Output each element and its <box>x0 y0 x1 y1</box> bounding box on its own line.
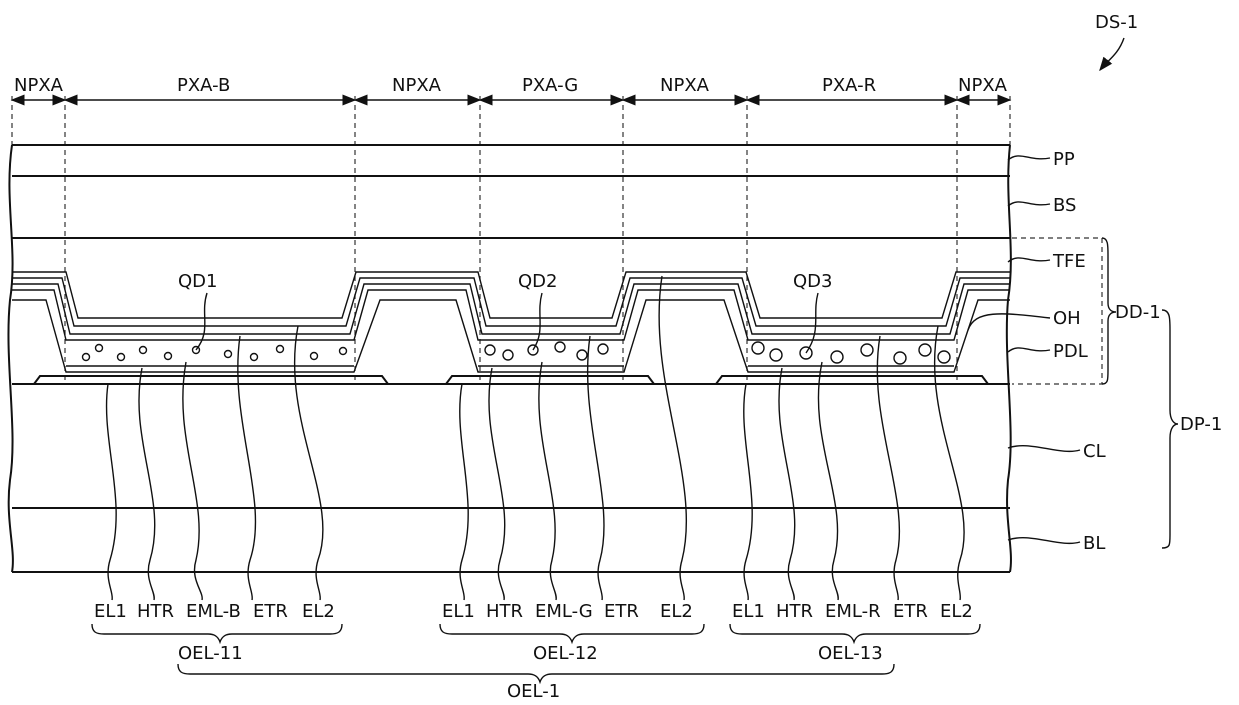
first-electrode-pads <box>34 376 988 384</box>
element-label-htr: HTR <box>776 601 813 622</box>
qd1-leader <box>196 293 207 350</box>
oel-total-brace <box>178 664 894 682</box>
tfe-leader <box>1008 258 1050 262</box>
oh-leader <box>968 314 1050 330</box>
element-label-htr: HTR <box>137 601 174 622</box>
element-label-el1: EL1 <box>94 601 127 622</box>
oel-group-label-11: OEL-11 <box>178 643 243 664</box>
oel-11-brace <box>92 624 342 642</box>
region-label-npxa: NPXA <box>392 75 442 96</box>
quantum-dots-red <box>752 342 950 364</box>
layer-label-oh: OH <box>1053 308 1081 329</box>
layer-label-pp: PP <box>1053 149 1075 170</box>
element-label-el1: EL1 <box>732 601 765 622</box>
element-label-eml-r: EML-R <box>825 601 881 622</box>
element-label-eml-b: EML-B <box>186 601 241 622</box>
element-label-el1: EL1 <box>442 601 475 622</box>
qd3-label: QD3 <box>793 271 832 292</box>
region-label-npxa: NPXA <box>660 75 710 96</box>
element-label-etr: ETR <box>893 601 928 622</box>
bl-leader <box>1008 538 1080 544</box>
region-label-npxa: NPXA <box>958 75 1008 96</box>
region-label-pxa-g: PXA-G <box>522 75 578 96</box>
dd-brace <box>1102 238 1116 384</box>
layer-label-pdl: PDL <box>1053 341 1088 362</box>
oel-12-brace <box>440 624 704 642</box>
layer-label-bl: BL <box>1083 533 1105 554</box>
layer-label-cl: CL <box>1083 441 1106 462</box>
element-label-etr: ETR <box>604 601 639 622</box>
oel-group-label-13: OEL-13 <box>818 643 883 664</box>
layer-label-tfe: TFE <box>1052 251 1086 272</box>
figure-pointer-arrow <box>1100 38 1124 70</box>
element-label-el2: EL2 <box>940 601 973 622</box>
qd3-leader <box>806 293 818 353</box>
region-label-pxa-b: PXA-B <box>177 75 230 96</box>
group-label-dp: DP-1 <box>1180 414 1222 435</box>
figure-label: DS-1 <box>1095 12 1138 33</box>
region-label-npxa: NPXA <box>14 75 64 96</box>
element-label-etr: ETR <box>253 601 288 622</box>
element-label-el2: EL2 <box>660 601 693 622</box>
element-leaders <box>107 276 965 600</box>
pp-leader <box>1008 156 1050 160</box>
element-label-eml-g: EML-G <box>535 601 593 622</box>
qd2-label: QD2 <box>518 271 557 292</box>
element-label-el2: EL2 <box>302 601 335 622</box>
qd1-label: QD1 <box>178 271 217 292</box>
qd2-leader <box>533 293 542 350</box>
cl-leader <box>1008 446 1080 452</box>
bs-leader <box>1008 202 1050 206</box>
region-label-pxa-r: PXA-R <box>822 75 876 96</box>
element-label-htr: HTR <box>486 601 523 622</box>
quantum-dots-blue <box>83 345 347 361</box>
layer-label-bs: BS <box>1053 195 1076 216</box>
group-label-dd: DD-1 <box>1115 302 1161 323</box>
pdl-leader <box>1008 348 1050 352</box>
dp-brace <box>1162 310 1178 548</box>
oel-group-label-12: OEL-12 <box>533 643 598 664</box>
oel-total-label: OEL-1 <box>507 681 560 702</box>
oel-13-brace <box>730 624 980 642</box>
